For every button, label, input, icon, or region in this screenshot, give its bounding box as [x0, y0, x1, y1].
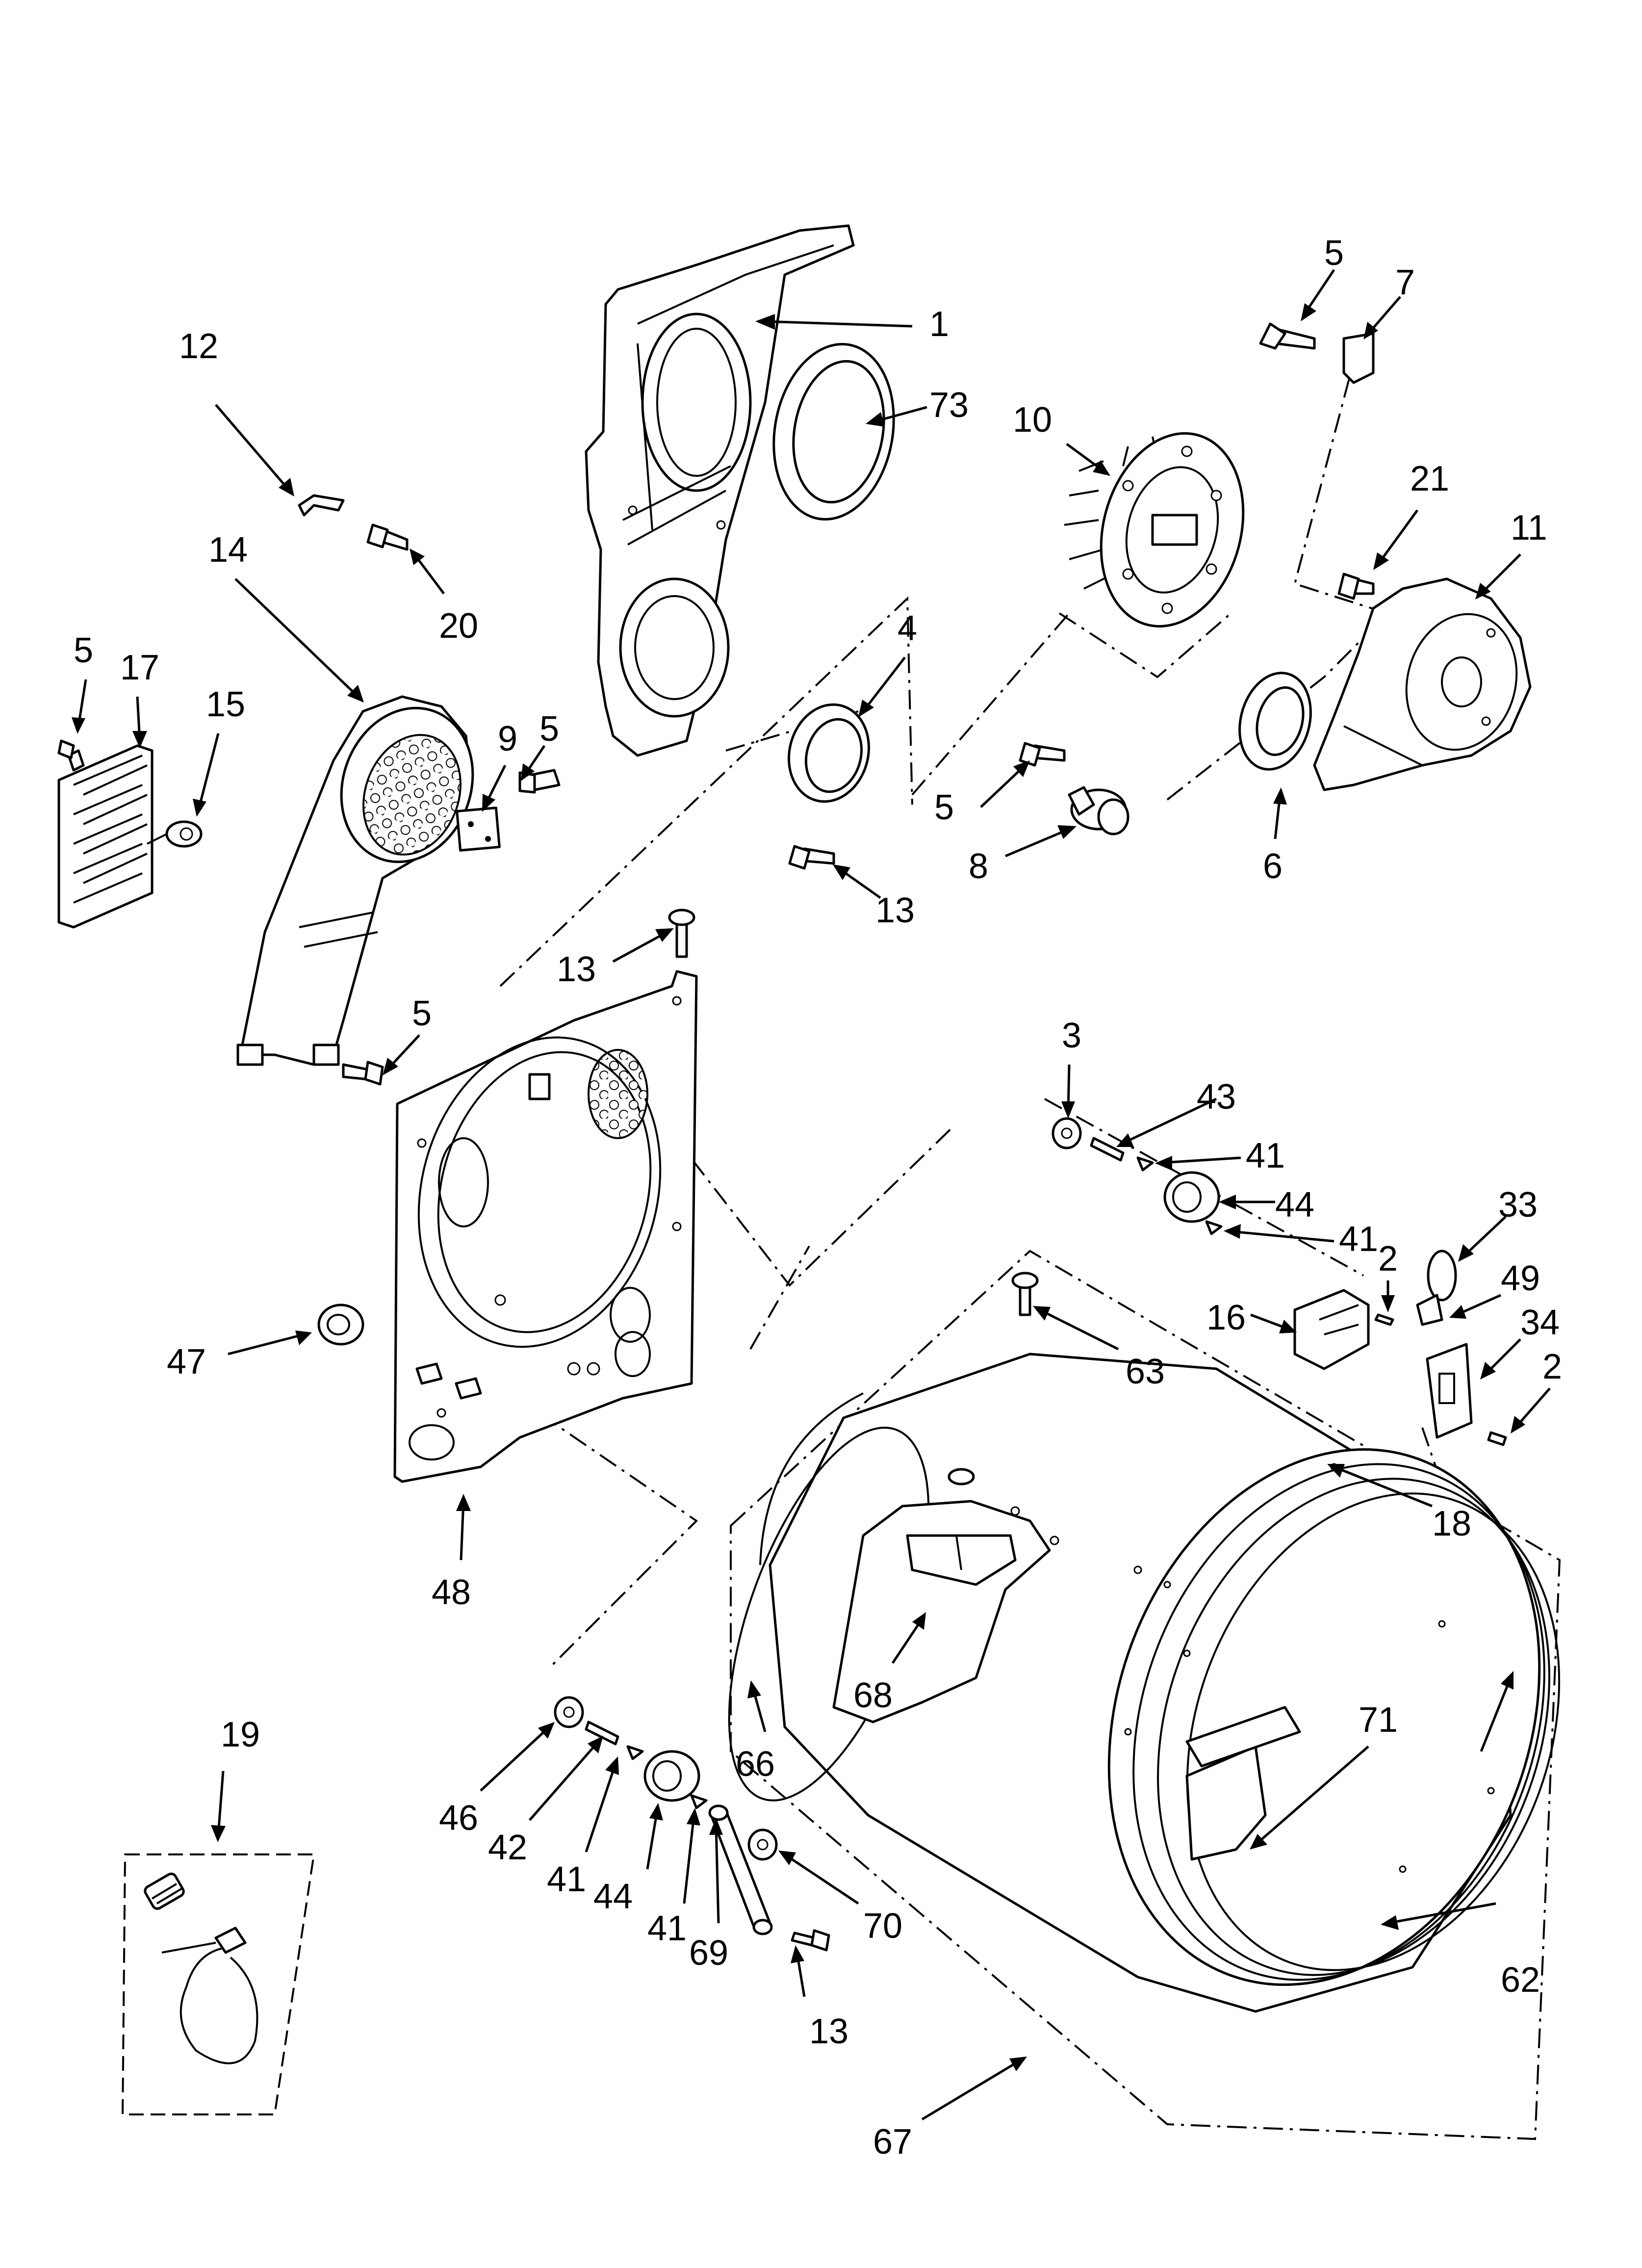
- callout-5: 5: [412, 994, 432, 1033]
- callout-49: 49: [1501, 1259, 1540, 1298]
- thermal-fuse: [147, 820, 203, 848]
- small-hardware-top: [1019, 322, 1375, 767]
- callout-47: 47: [167, 1342, 206, 1382]
- thermostat: [1068, 786, 1129, 835]
- callout-18: 18: [1432, 1504, 1471, 1543]
- callout-15: 15: [206, 685, 245, 724]
- callout-67: 67: [873, 2122, 912, 2162]
- callout-labels: 1 73 5 7 10 12 20 14 21 11 4 5 17 15 9 5…: [74, 234, 1562, 2162]
- leader-arrows: [72, 269, 1551, 2121]
- screw-13-bulkhead: [668, 909, 695, 958]
- callout-70: 70: [863, 1906, 902, 1946]
- callout-6: 6: [1263, 847, 1283, 886]
- switch-box-assembly: [1293, 1250, 1507, 1446]
- callout-7: 7: [1395, 263, 1415, 302]
- duct-seal: [772, 343, 895, 521]
- callout-12: 12: [179, 327, 218, 366]
- callout-71: 71: [1359, 1700, 1398, 1740]
- callout-68: 68: [853, 1676, 893, 1715]
- callout-16: 16: [1206, 1298, 1246, 1337]
- callout-13: 13: [809, 2012, 848, 2051]
- upper-roller-assembly: [1052, 1117, 1223, 1235]
- rear-bulkhead: [585, 224, 855, 757]
- callout-2: 2: [1378, 1239, 1398, 1278]
- callout-44: 44: [593, 1877, 633, 1916]
- heater-element: [57, 739, 154, 929]
- callout-3: 3: [1062, 1016, 1081, 1055]
- callout-33: 33: [1498, 1185, 1538, 1225]
- drum-baffle: [832, 1468, 1059, 1723]
- callout-14: 14: [208, 530, 248, 570]
- callout-41: 41: [647, 1909, 687, 1948]
- callout-2: 2: [1542, 1347, 1562, 1386]
- drum-baffle-71: [1185, 1706, 1301, 1861]
- callout-48: 48: [432, 1573, 471, 1612]
- callout-63: 63: [1126, 1352, 1165, 1391]
- screw-13-top: [788, 845, 835, 870]
- callout-20: 20: [439, 606, 478, 646]
- callout-34: 34: [1520, 1303, 1560, 1342]
- bracket-12: [298, 494, 409, 551]
- felt-seal: [759, 1392, 864, 1565]
- callout-41: 41: [547, 1860, 586, 1899]
- front-bulkhead: [393, 970, 698, 1483]
- callout-1: 1: [929, 305, 949, 344]
- callout-5: 5: [934, 788, 954, 827]
- callout-9: 9: [498, 719, 517, 758]
- callout-44: 44: [1275, 1185, 1314, 1225]
- callout-5: 5: [74, 631, 93, 670]
- callout-5: 5: [539, 709, 559, 749]
- callout-46: 46: [439, 1799, 478, 1838]
- callout-69: 69: [689, 1933, 728, 1973]
- callout-10: 10: [1013, 400, 1052, 440]
- callout-8: 8: [969, 847, 988, 886]
- screw-5-lower: [342, 1061, 384, 1086]
- callout-41: 41: [1339, 1220, 1378, 1259]
- callout-42: 42: [488, 1828, 527, 1867]
- blower-wheel: [1064, 432, 1245, 628]
- callout-17: 17: [120, 648, 159, 687]
- callout-13: 13: [875, 891, 915, 930]
- callout-21: 21: [1410, 459, 1449, 498]
- callout-4: 4: [898, 609, 917, 648]
- callout-73: 73: [929, 386, 969, 425]
- callout-62: 62: [1501, 1960, 1540, 2000]
- bearing-seal: [1238, 672, 1312, 771]
- callout-41: 41: [1246, 1136, 1285, 1175]
- wire-harness-kit: [144, 1873, 258, 2064]
- lint-duct: [236, 695, 474, 1066]
- callout-5: 5: [1324, 234, 1344, 273]
- callout-11: 11: [1511, 508, 1547, 547]
- callout-13: 13: [557, 950, 596, 989]
- callout-19: 19: [221, 1715, 260, 1754]
- ring-seal: [788, 703, 870, 803]
- blower-housing: [1313, 577, 1532, 791]
- callout-66: 66: [736, 1745, 775, 1784]
- lower-roller-assembly: [554, 1696, 830, 1952]
- callout-43: 43: [1197, 1077, 1236, 1117]
- glide-47: [317, 1303, 364, 1346]
